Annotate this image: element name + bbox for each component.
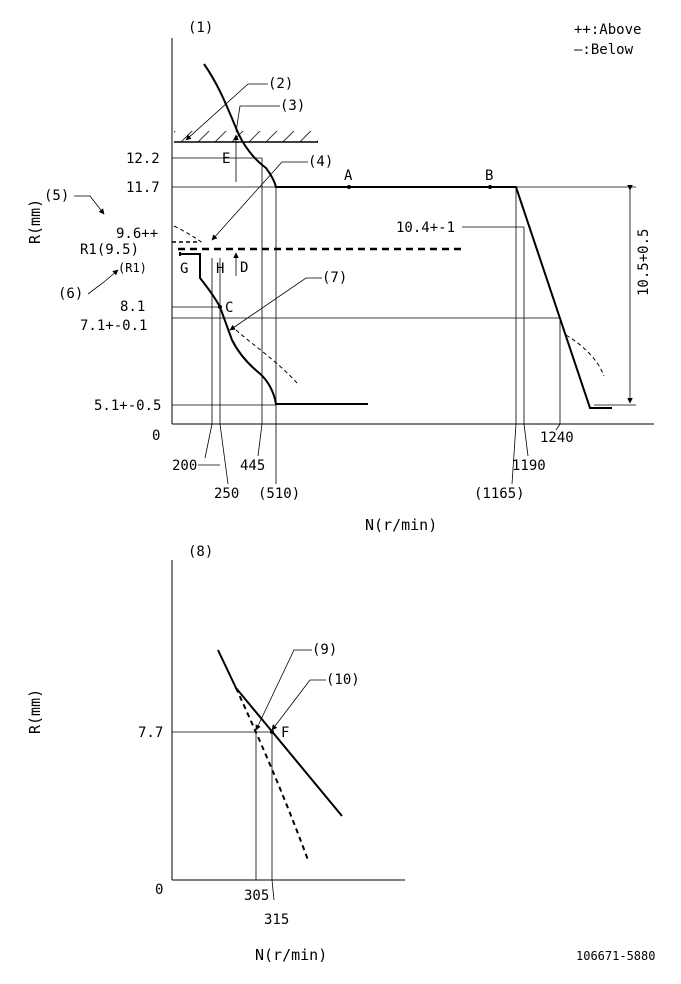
x-label-200: 200 [172, 458, 197, 474]
callout-5-leader [74, 195, 105, 215]
bottom-origin-label: 0 [155, 882, 163, 898]
dashed-upper-branch [173, 225, 205, 245]
callout-9-leader [255, 649, 312, 731]
top-origin-label: 0 [152, 428, 160, 444]
bottom-dashed-curve [235, 687, 309, 861]
callout-7-leader [229, 277, 322, 331]
bottom-chart-ref-number: (8) [188, 544, 213, 560]
dashed-high-branch [565, 334, 605, 377]
point-F: F [281, 725, 289, 741]
x-label-200-leader-diag [204, 423, 213, 459]
point-A: A [344, 168, 353, 184]
top-chart-ref-number: (1) [188, 20, 213, 36]
callout-10-leader [271, 679, 326, 731]
y-label-10-4: 10.4+-1 [396, 220, 455, 236]
top-y-axis-title: R(mm) [26, 199, 44, 244]
idle-curve [180, 253, 368, 405]
y-label-r1: R1(9.5) [80, 242, 139, 258]
x-label-250-leader [219, 423, 229, 485]
bottom-x-axis-title: N(r/min) [255, 946, 327, 964]
callout-3: (3) [280, 98, 305, 114]
callout-2: (2) [268, 76, 293, 92]
x-label-1190-leader [523, 423, 529, 457]
point-B: B [485, 168, 493, 184]
callout-6-leader [87, 269, 119, 295]
y-label-7-7: 7.7 [138, 725, 163, 741]
x-label-315-leader [271, 879, 275, 901]
y-label-5-1: 5.1+-0.5 [94, 398, 161, 414]
point-G: G [180, 261, 188, 277]
top-chart: (1) 0 R(mm) N(r/min) [26, 20, 654, 534]
x-label-315: 315 [264, 912, 289, 928]
point-H: H [216, 261, 224, 277]
callout-10: (10) [326, 672, 360, 688]
main-curve [203, 63, 612, 409]
x-label-250: 250 [214, 486, 239, 502]
x-label-1190: 1190 [512, 458, 546, 474]
callout-4-leader [211, 161, 308, 241]
x-label-445: 445 [240, 458, 265, 474]
marker-A [347, 185, 351, 189]
footer-code: 106671-5880 [576, 949, 655, 963]
callout-5: (5) [44, 188, 69, 204]
marker-B [488, 185, 492, 189]
legend-above: ++:Above [574, 22, 641, 38]
bottom-solid-curve [217, 649, 343, 817]
callout-7: (7) [322, 270, 347, 286]
legend-below: —:Below [574, 42, 634, 58]
x-label-510: (510) [258, 486, 300, 502]
y-label-11-7: 11.7 [126, 180, 160, 196]
y-label-8-1: 8.1 [120, 299, 145, 315]
point-D: D [240, 260, 248, 276]
callout-2-leader [185, 83, 268, 141]
y-label-r1-paren: (R1) [118, 261, 147, 275]
callout-6: (6) [58, 286, 83, 302]
point-E: E [222, 151, 230, 167]
x-label-1240: 1240 [540, 430, 574, 446]
x-label-445-leader [257, 423, 263, 457]
x-label-1165-leader [511, 423, 517, 485]
point-C: C [225, 300, 233, 316]
x-label-1240-leader [555, 423, 561, 431]
y-label-7-1: 7.1+-0.1 [80, 318, 147, 334]
top-x-axis-title: N(r/min) [365, 516, 437, 534]
bottom-y-axis-title: R(mm) [26, 689, 44, 734]
marker-C [218, 305, 222, 309]
y-label-10-5: 10.5+0.5 [636, 229, 652, 296]
callout-3-leader [235, 105, 280, 133]
marker-F [270, 730, 274, 734]
stop-hatch [174, 131, 318, 142]
y-label-12-2: 12.2 [126, 151, 160, 167]
bottom-chart: (8) 0 R(mm) N(r/min) F 7.7 305 315 (9) (… [26, 544, 405, 964]
x-label-1165: (1165) [474, 486, 525, 502]
callout-4: (4) [308, 154, 333, 170]
y-label-9-6: 9.6++ [116, 226, 158, 242]
callout-9: (9) [312, 642, 337, 658]
x-label-305: 305 [244, 888, 269, 904]
dashed-idle-branch [235, 329, 299, 385]
